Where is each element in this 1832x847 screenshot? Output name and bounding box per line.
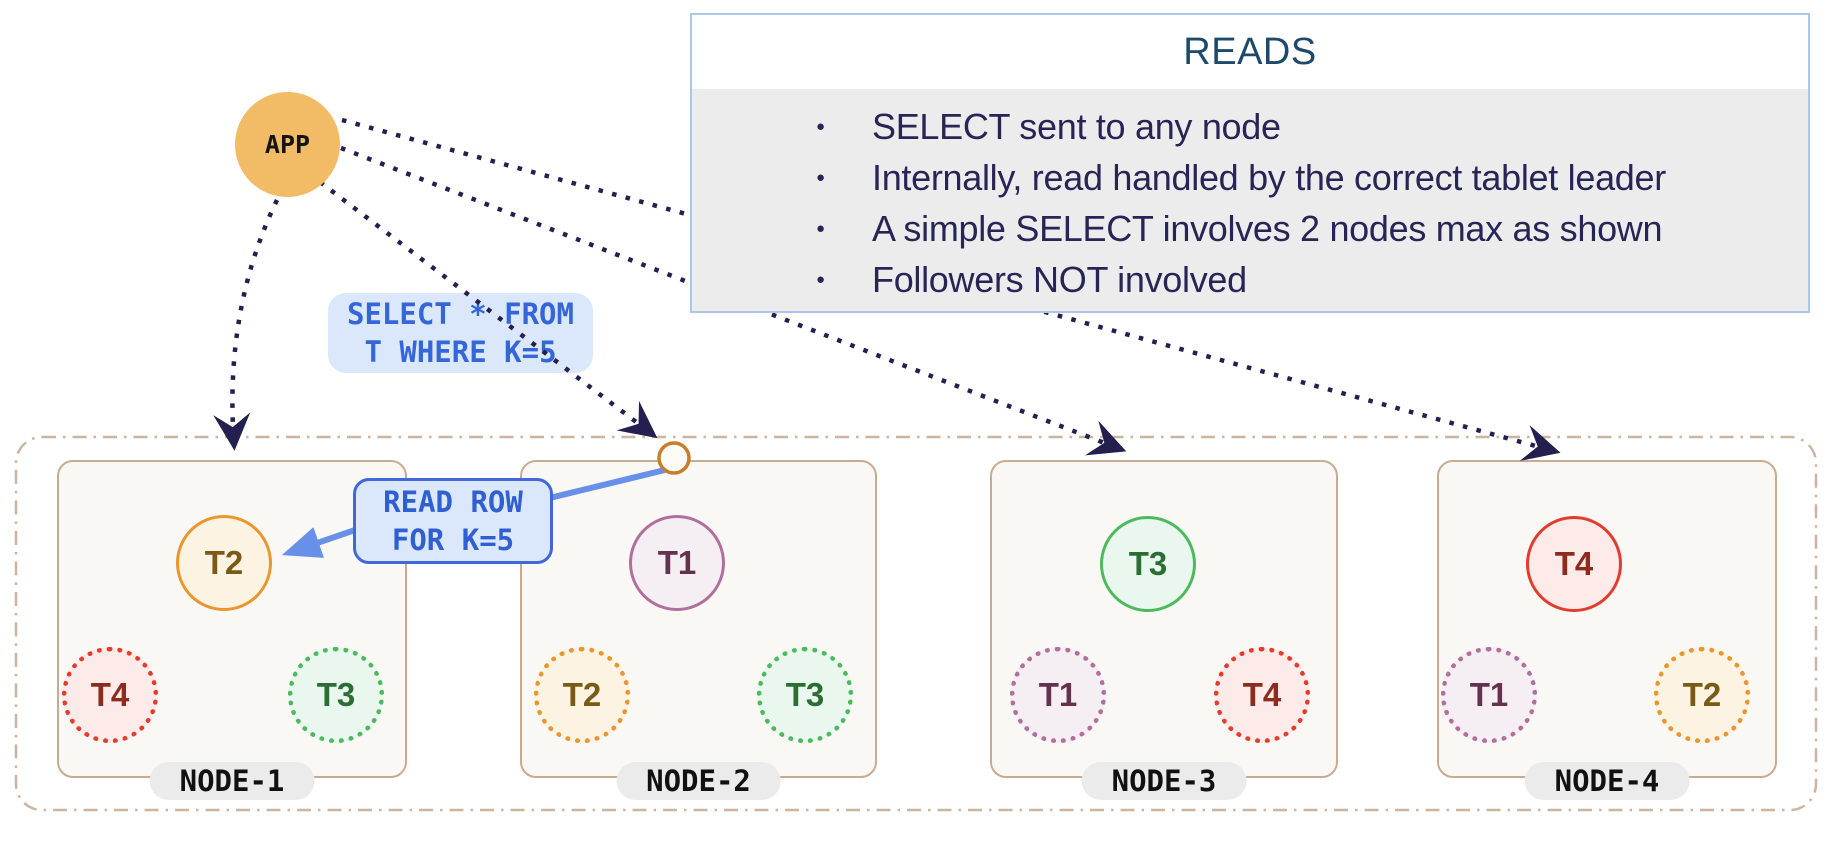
read-row-label: READ ROW FOR K=5	[353, 478, 553, 564]
tablet-follower: T3	[757, 647, 853, 743]
tablet-label: T2	[562, 676, 602, 713]
node-name-pill: NODE-1	[149, 762, 315, 800]
read-row-line2: FOR K=5	[391, 523, 515, 557]
tablet-follower: T1	[1010, 647, 1106, 743]
node-name-pill: NODE-2	[616, 762, 781, 800]
tablet-leader: T2	[176, 515, 272, 611]
reads-panel: READS ● SELECT sent to any node ● Intern…	[690, 13, 1810, 313]
tablet-follower: T2	[1654, 647, 1750, 743]
bullet-icon: ●	[816, 117, 826, 135]
reads-panel-body: ● SELECT sent to any node ● Internally, …	[692, 89, 1808, 311]
tablet-label: T3	[316, 676, 356, 713]
tablet-leader: T4	[1526, 516, 1622, 612]
tablet-leader: T3	[1100, 516, 1196, 612]
app-label: APP	[264, 130, 311, 159]
tablet-label: T4	[1554, 545, 1594, 582]
tablet-label: T1	[657, 544, 697, 581]
tablet-label: T2	[1682, 676, 1722, 713]
node-name: NODE-4	[1554, 764, 1660, 798]
reads-panel-title: READS	[1183, 30, 1317, 73]
reads-bullet-text: Internally, read handled by the correct …	[872, 156, 1666, 198]
tablet-follower: T4	[1214, 647, 1310, 743]
reads-bullet-row: ● Internally, read handled by the correc…	[692, 152, 1808, 203]
tablet-label: T3	[1128, 545, 1168, 582]
node-4-box: T4 T1 T2 NODE-4	[1437, 460, 1777, 800]
reads-bullet-row: ● SELECT sent to any node	[692, 101, 1808, 152]
tablet-follower: T4	[62, 647, 158, 743]
tablet-follower: T2	[534, 647, 630, 743]
node-2-box: T1 T2 T3 NODE-2	[520, 460, 877, 800]
tablet-label: T4	[90, 676, 130, 713]
select-query-label: SELECT * FROM T WHERE K=5	[328, 293, 593, 373]
reads-bullet-row: ● Followers NOT involved	[692, 254, 1808, 305]
reads-panel-header: READS	[692, 15, 1808, 89]
node-name: NODE-2	[646, 764, 751, 798]
select-query-line2: T WHERE K=5	[364, 335, 557, 369]
dotted-arrow-app-to-node1	[213, 199, 280, 451]
tablet-label: T1	[1038, 676, 1078, 713]
reads-bullet-row: ● A simple SELECT involves 2 nodes max a…	[692, 203, 1808, 254]
node-name-pill: NODE-4	[1524, 762, 1690, 800]
bullet-icon: ●	[816, 168, 826, 186]
tablet-label: T3	[785, 676, 825, 713]
read-row-line1: READ ROW	[383, 485, 523, 519]
tablet-leader: T1	[629, 515, 725, 611]
node-name-pill: NODE-3	[1081, 762, 1247, 800]
select-query-line1: SELECT * FROM	[347, 297, 574, 331]
reads-bullet-text: A simple SELECT involves 2 nodes max as …	[872, 207, 1663, 249]
bullet-icon: ●	[816, 270, 826, 288]
tablet-label: T2	[204, 544, 244, 581]
reads-bullet-text: Followers NOT involved	[872, 258, 1247, 300]
bullet-icon: ●	[816, 219, 826, 237]
node-name: NODE-3	[1111, 764, 1217, 798]
node-name: NODE-1	[179, 764, 285, 798]
reads-bullet-text: SELECT sent to any node	[872, 105, 1281, 147]
app-node: APP	[235, 92, 340, 197]
node-3-box: T3 T1 T4 NODE-3	[990, 460, 1338, 800]
tablet-follower: T3	[288, 647, 384, 743]
tablet-label: T4	[1242, 676, 1282, 713]
tablet-follower: T1	[1441, 647, 1537, 743]
tablet-label: T1	[1469, 676, 1509, 713]
